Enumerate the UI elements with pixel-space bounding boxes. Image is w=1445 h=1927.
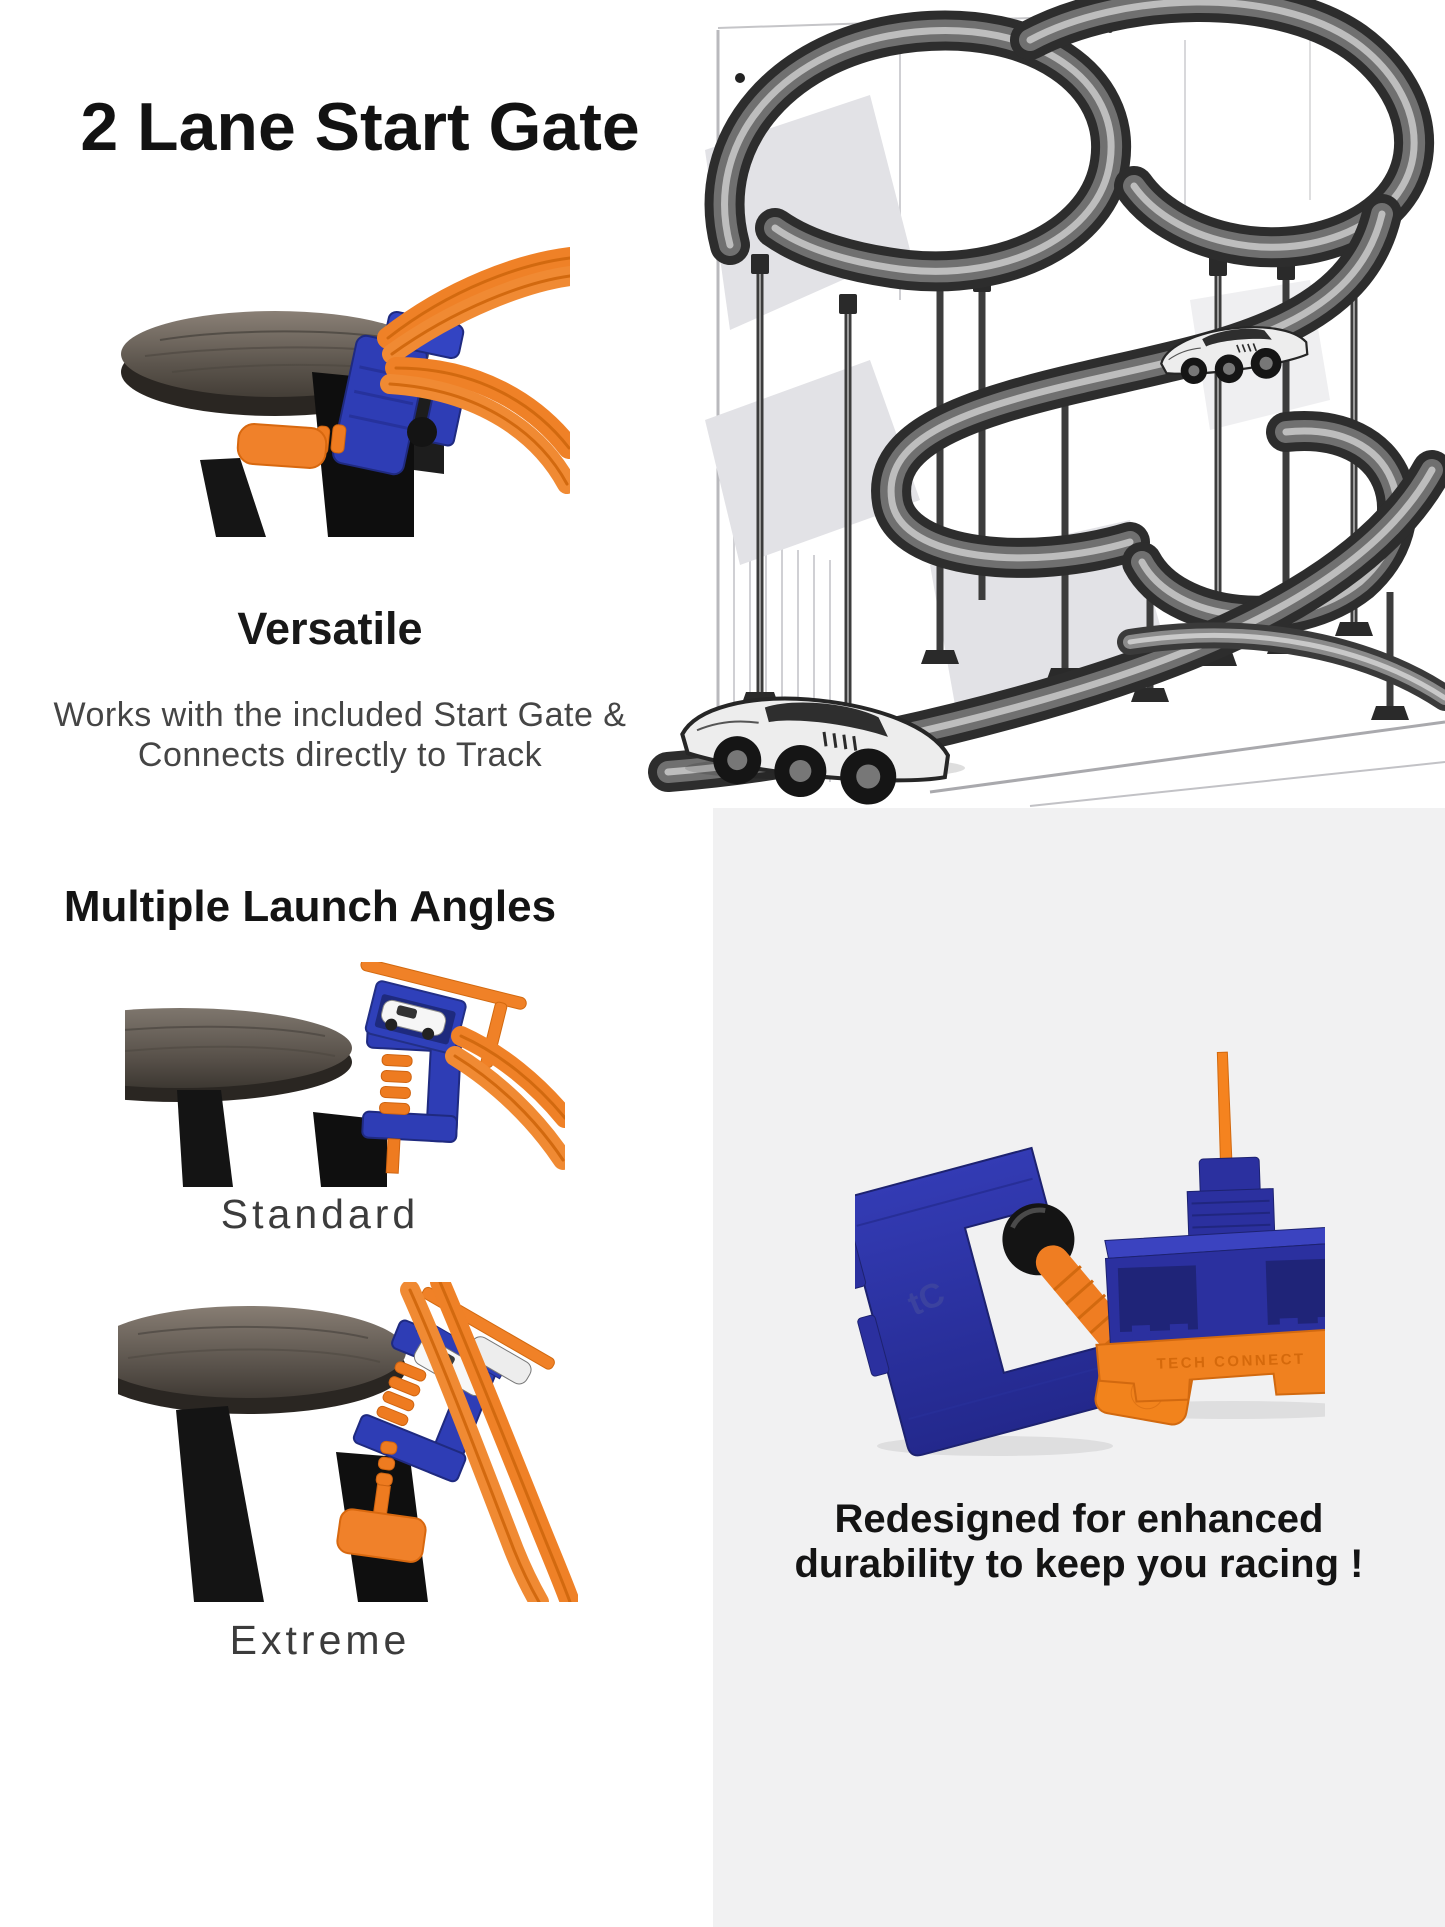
versatile-description: Works with the included Start Gate & Con… — [10, 695, 670, 775]
versatile-description-line1: Works with the included Start Gate & — [53, 696, 627, 734]
redesigned-clamp: tC — [855, 1146, 1194, 1457]
gate-flag — [360, 962, 527, 1010]
product-photo: tC — [855, 1051, 1325, 1457]
toy-car — [381, 999, 447, 1040]
extreme-label: Extreme — [229, 1617, 411, 1663]
redesigned-caption: Redesigned for enhanced durability to ke… — [713, 1497, 1445, 1587]
redesigned-caption-line2: durability to keep you racing ! — [794, 1542, 1364, 1586]
clamp-handle — [336, 1508, 427, 1563]
launch-angles-heading: Multiple Launch Angles — [63, 882, 557, 931]
orange-tracks — [388, 258, 570, 494]
clamp-screw — [379, 1054, 413, 1174]
orange-tracks — [455, 1036, 565, 1160]
gate-base — [1095, 1326, 1325, 1403]
photo-extreme — [118, 1282, 578, 1602]
versatile-description-line2: Connects directly to Track — [137, 736, 543, 774]
sketch-illustration — [610, 0, 1445, 808]
redesigned-caption-line1: Redesigned for enhanced — [834, 1497, 1324, 1541]
standard-label: Standard — [220, 1191, 420, 1237]
clamp-handle — [236, 423, 328, 469]
photo-standard — [125, 962, 565, 1187]
photo-versatile — [121, 222, 570, 537]
table — [118, 1306, 428, 1602]
ground-lines — [929, 720, 1445, 807]
redesigned-start-gate: TECH CONNECT — [1095, 1051, 1325, 1403]
gate-base-emboss: TECH CONNECT — [1156, 1351, 1306, 1373]
table — [125, 1008, 387, 1187]
clamp-screw — [336, 1440, 427, 1563]
versatile-heading: Versatile — [237, 603, 423, 654]
page-title: 2 Lane Start Gate — [80, 89, 640, 165]
